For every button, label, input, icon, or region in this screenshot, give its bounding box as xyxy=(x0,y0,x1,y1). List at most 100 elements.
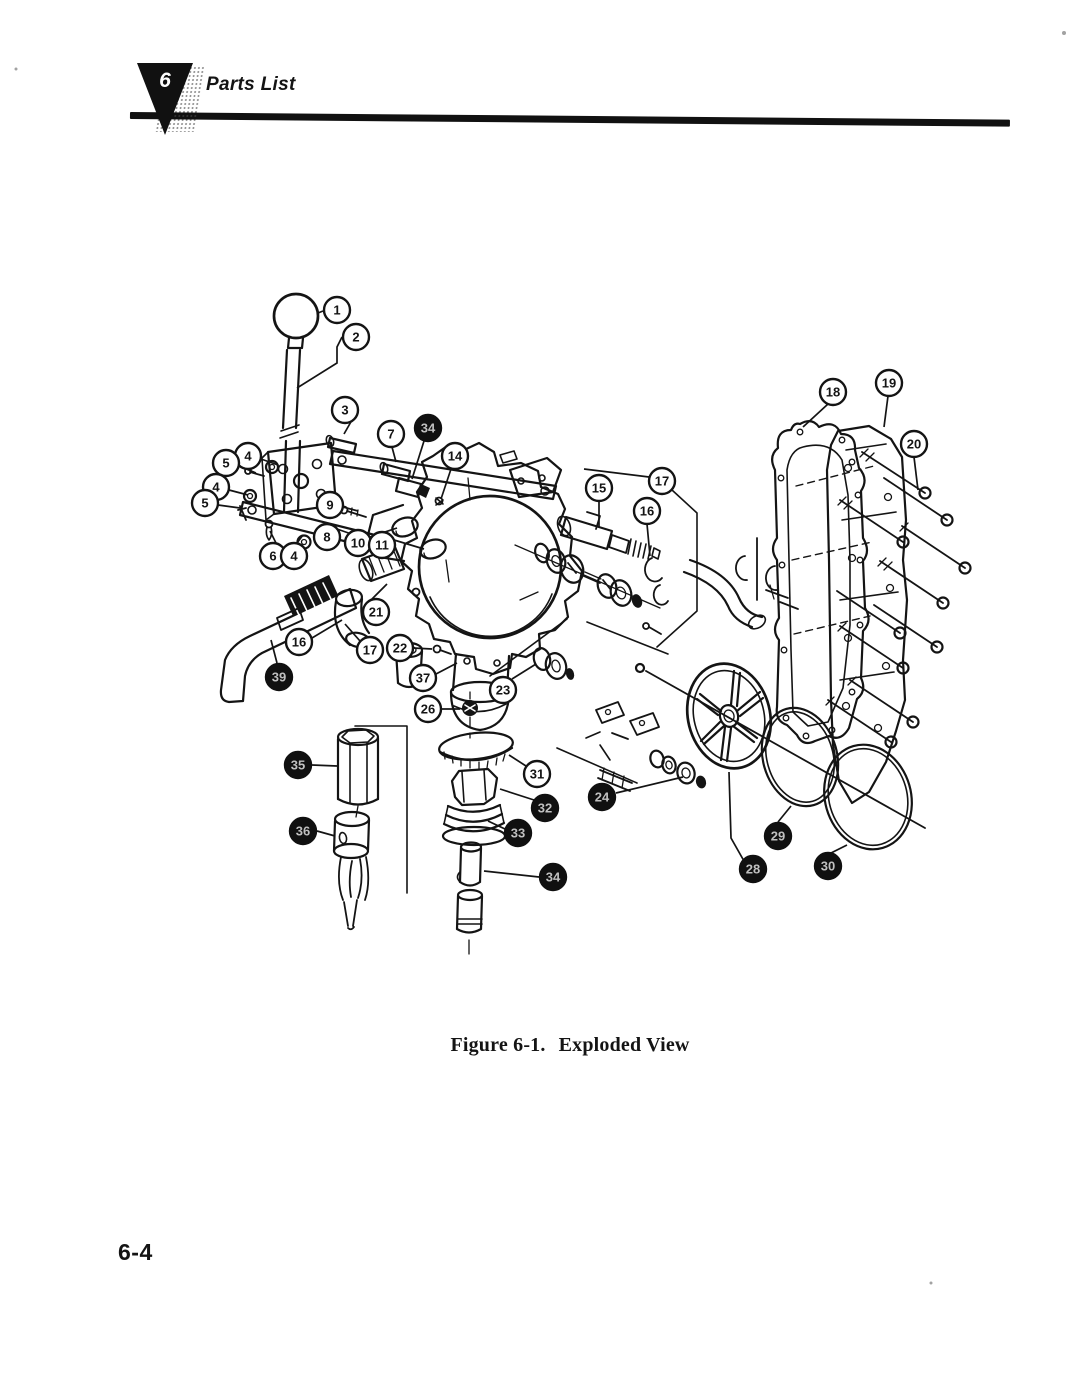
callout-leader xyxy=(499,788,535,801)
callout-leader xyxy=(511,663,537,680)
callout-leader xyxy=(311,619,343,639)
callout-number: 36 xyxy=(296,824,310,839)
callout-circle xyxy=(488,675,518,705)
callout-number: 1 xyxy=(333,303,340,318)
callout-leader xyxy=(440,468,452,500)
callout-number: 30 xyxy=(821,859,835,874)
callout-leader xyxy=(342,506,359,512)
callout-number: 37 xyxy=(416,671,430,686)
figure-label: Figure 6-1. xyxy=(450,1034,546,1056)
callout-9: 9 xyxy=(315,490,345,520)
callout-17: 17 xyxy=(647,466,677,496)
callout-number: 28 xyxy=(746,862,760,877)
callout-circle xyxy=(440,441,470,471)
callout-number: 31 xyxy=(530,767,544,782)
callout-circle xyxy=(584,473,614,503)
callout-37: 37 xyxy=(408,663,438,693)
callout-circle xyxy=(322,295,352,325)
callout-26: 26 xyxy=(413,694,443,724)
callout-circle xyxy=(408,663,438,693)
callout-number: 26 xyxy=(421,702,435,717)
callout-circle xyxy=(361,597,391,627)
callout-number: 16 xyxy=(640,504,654,519)
callout-circle xyxy=(283,750,313,780)
callout-circle xyxy=(330,395,360,425)
callout-number: 34 xyxy=(546,870,561,885)
callout-circle xyxy=(813,851,843,881)
callout-number: 35 xyxy=(291,758,305,773)
callout-leader xyxy=(296,534,304,544)
callout-circle xyxy=(315,490,345,520)
page-number: 6-4 xyxy=(118,1239,153,1265)
callout-circle xyxy=(312,522,342,552)
callout-3: 3 xyxy=(330,395,360,425)
callout-circle xyxy=(279,541,309,571)
callout-leader xyxy=(238,465,257,474)
callout-number: 5 xyxy=(201,496,208,511)
callout-circle xyxy=(341,322,371,352)
callout-30: 30 xyxy=(813,851,843,881)
callout-35: 35 xyxy=(283,750,313,780)
scan-speck xyxy=(1062,31,1066,35)
callout-number: 17 xyxy=(363,643,377,658)
exploded-view-drawing xyxy=(14,31,1066,1285)
callout-10: 10 xyxy=(343,528,373,558)
callout-leader xyxy=(583,468,650,478)
callout-number: 16 xyxy=(292,635,306,650)
callout-number: 2 xyxy=(352,330,359,345)
callout-34: 34 xyxy=(538,862,568,892)
callout-leader xyxy=(913,456,919,491)
callout-leader xyxy=(487,820,506,830)
callout-number: 3 xyxy=(341,403,348,418)
callout-number: 32 xyxy=(538,801,552,816)
callout-24: 24 xyxy=(587,782,617,812)
callout-number: 23 xyxy=(496,683,510,698)
callout-circle xyxy=(284,627,314,657)
callout-22: 22 xyxy=(385,633,415,663)
chapter-title: Parts List xyxy=(206,74,296,95)
callout-leader xyxy=(728,771,745,862)
callout-circle xyxy=(190,488,220,518)
callout-1: 1 xyxy=(322,295,352,325)
callout-number: 11 xyxy=(375,538,389,553)
callout-circle xyxy=(413,694,443,724)
callout-number: 14 xyxy=(448,449,463,464)
callout-number: 9 xyxy=(326,498,333,513)
callout-leader xyxy=(316,830,336,837)
callout-33: 33 xyxy=(503,818,533,848)
callout-circle xyxy=(587,782,617,812)
figure-title: Exploded View xyxy=(558,1034,690,1056)
callout-leader xyxy=(260,458,279,466)
callout-leader xyxy=(270,639,278,664)
callout-leader xyxy=(615,776,684,794)
callout-circle xyxy=(874,368,904,398)
callout-8: 8 xyxy=(312,522,342,552)
part-gasket xyxy=(771,420,870,745)
callout-number: 20 xyxy=(907,437,921,452)
callout-number: 7 xyxy=(387,427,394,442)
callout-number: 4 xyxy=(212,480,220,495)
figure-caption: Figure 6-1. Exploded View xyxy=(395,1034,745,1057)
callout-2: 2 xyxy=(341,322,371,352)
callout-number: 4 xyxy=(244,449,252,464)
callout-leader xyxy=(802,403,829,428)
callout-circle xyxy=(763,821,793,851)
part-suction-pipe xyxy=(219,575,358,704)
callout-circle xyxy=(647,466,677,496)
callout-number: 8 xyxy=(323,530,330,545)
callout-16: 16 xyxy=(632,496,662,526)
callout-circle xyxy=(503,818,533,848)
callout-leader xyxy=(311,764,338,767)
callout-circle xyxy=(385,633,415,663)
callout-circle xyxy=(538,862,568,892)
callout-circle xyxy=(288,816,318,846)
callout-leader xyxy=(296,336,343,389)
callout-leader xyxy=(435,662,458,675)
part-valve-internals xyxy=(514,489,799,648)
callout-leader xyxy=(228,489,249,496)
part-strainer-stack xyxy=(438,691,514,955)
callout-number: 15 xyxy=(592,481,606,496)
callout-number: 19 xyxy=(882,376,896,391)
callout-20: 20 xyxy=(899,429,929,459)
